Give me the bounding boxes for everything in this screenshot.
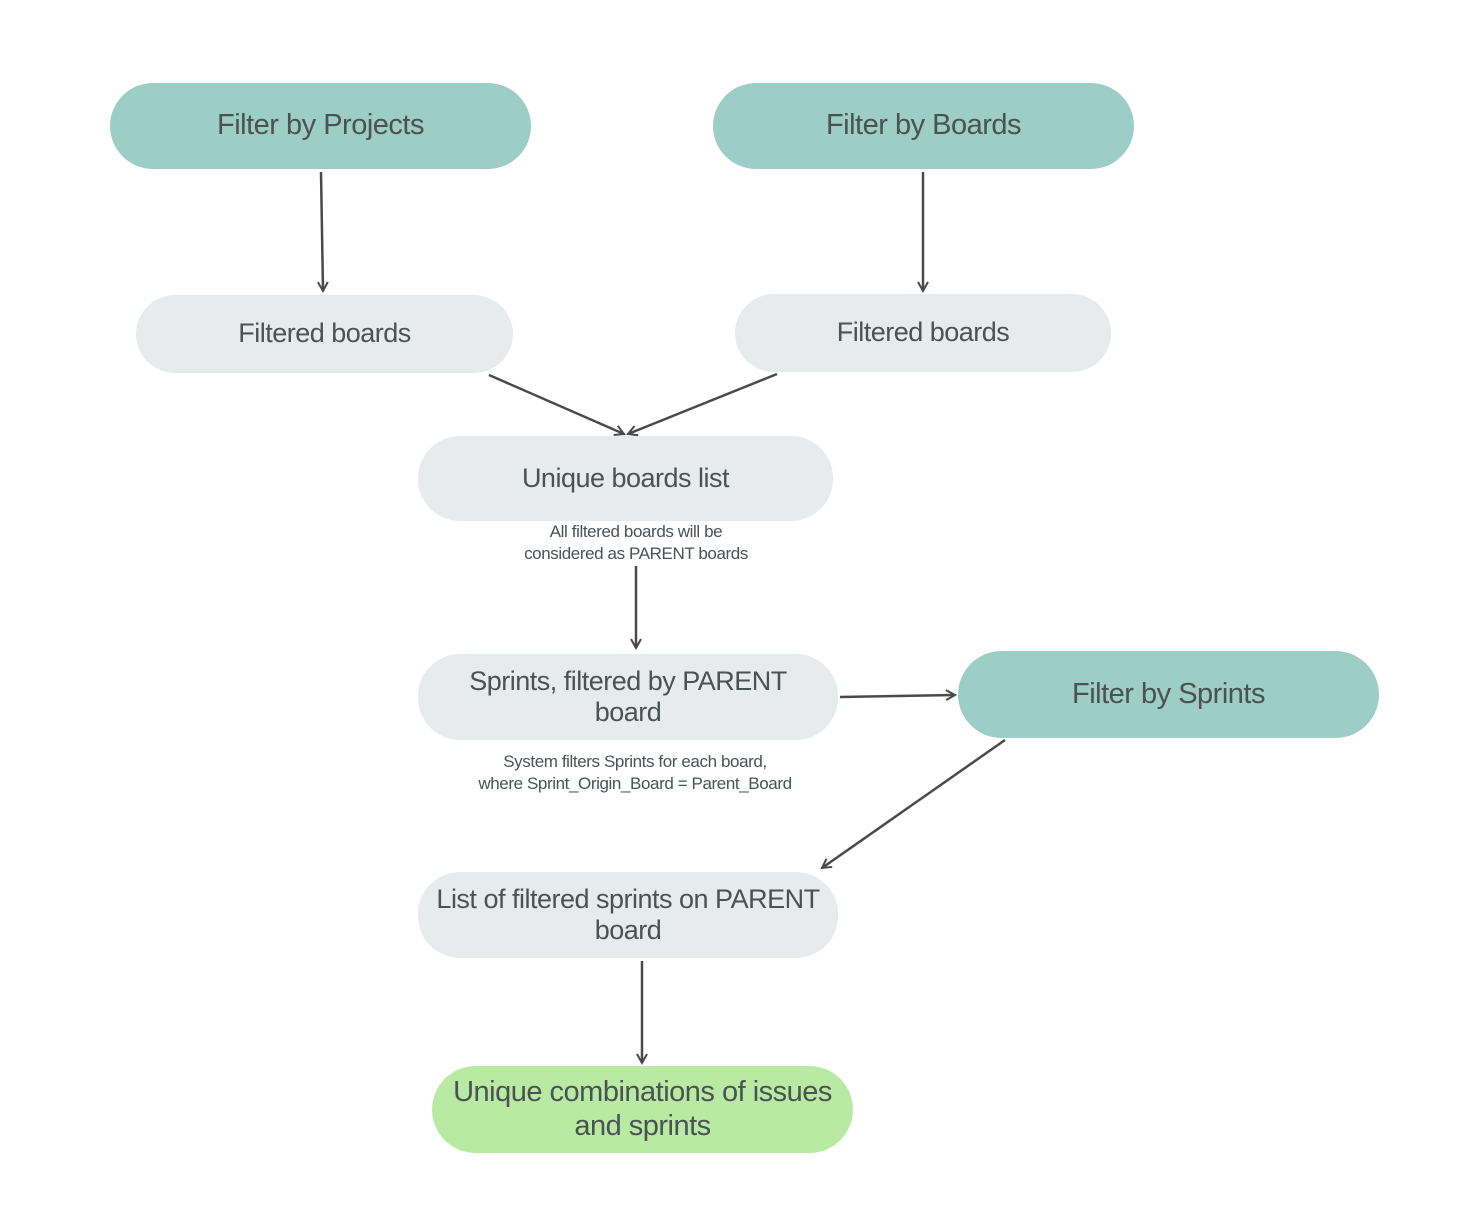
list-filtered-sprints-node: List of filtered sprints on PARENT board	[418, 872, 838, 958]
filter-by-sprints-label: Filter by Sprints	[1072, 677, 1265, 710]
sprint-filter-note: System filters Sprints for each board, w…	[445, 751, 825, 795]
filtered-boards-right-node: Filtered boards	[735, 294, 1111, 372]
parent-boards-note-line1: All filtered boards will be	[549, 522, 723, 541]
sprint-filter-note-line2: where Sprint_Origin_Board = Parent_Board	[478, 774, 792, 794]
arrow-left-filtered-to-unique	[488, 373, 624, 434]
sprints-filtered-by-parent-label: Sprints, filtered by PARENT board	[469, 665, 787, 727]
arrow-projects-to-filtered-boards	[321, 171, 323, 291]
parent-boards-note-line2: considered as PARENT boards	[524, 544, 748, 564]
sprints-filtered-by-parent-node: Sprints, filtered by PARENT board	[418, 654, 838, 740]
arrow-sprints-to-filter-sprints	[839, 695, 955, 697]
unique-combinations-label: Unique combinations of issues and sprint…	[453, 1076, 832, 1142]
list-filtered-sprints-label: List of filtered sprints on PARENT board	[436, 883, 820, 945]
arrow-filter-sprints-to-list	[822, 738, 1006, 868]
filter-by-sprints-node: Filter by Sprints	[958, 651, 1379, 738]
parent-boards-note: All filtered boards will be considered a…	[468, 521, 804, 565]
filter-by-boards-label: Filter by Boards	[825, 109, 1022, 142]
unique-boards-list-node: Unique boards list	[418, 436, 833, 521]
unique-combinations-node: Unique combinations of issues and sprint…	[432, 1066, 853, 1153]
filter-by-projects-label: Filter by Projects	[217, 109, 424, 142]
filter-by-boards-node: Filter by Boards	[713, 83, 1134, 169]
sprint-filter-note-line1: System filters Sprints for each board,	[503, 752, 767, 771]
filtered-boards-right-label: Filtered boards	[836, 317, 1010, 348]
arrow-right-filtered-to-unique	[628, 372, 778, 434]
filtered-boards-left-label: Filtered boards	[238, 318, 411, 349]
filtered-boards-left-node: Filtered boards	[136, 295, 513, 373]
filter-by-projects-node: Filter by Projects	[110, 83, 531, 169]
unique-boards-list-label: Unique boards list	[521, 462, 730, 493]
